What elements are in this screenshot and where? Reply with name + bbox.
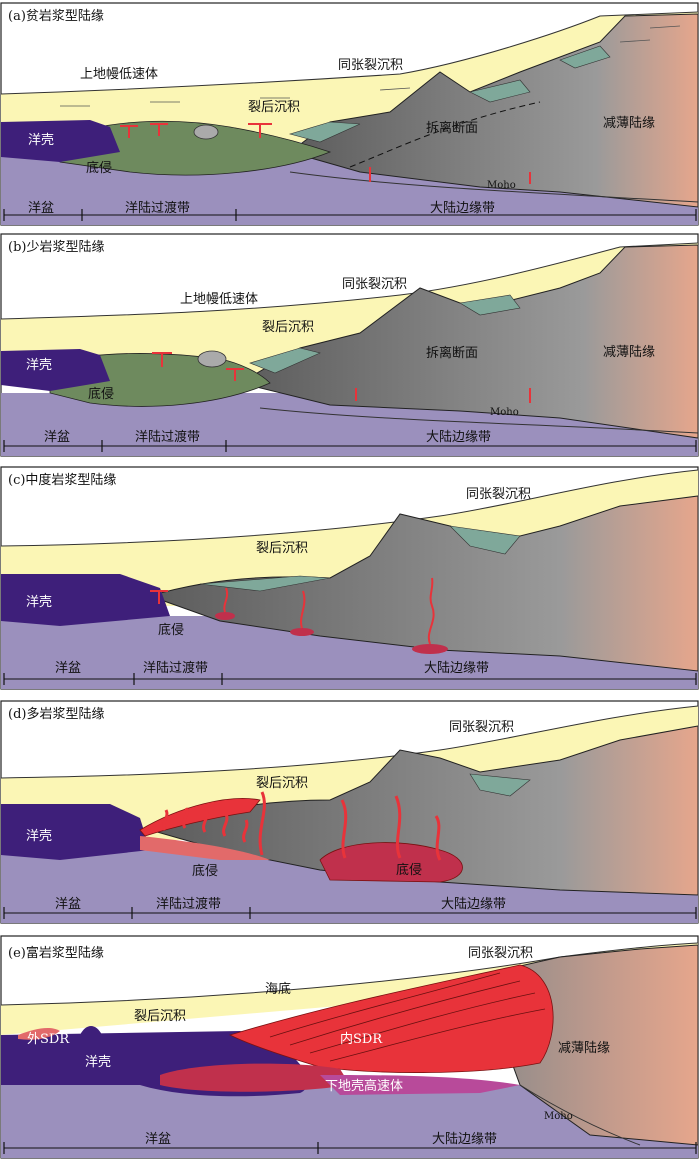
moho-label: Moho xyxy=(490,407,519,418)
underplating-label: 底侵 xyxy=(86,160,112,176)
post-rift-label: 裂后沉积 xyxy=(256,541,308,556)
syn-rift-label: 同张裂沉积 xyxy=(342,277,407,292)
zone-label: 洋陆过渡带 xyxy=(143,660,208,676)
thinned-margin-label: 减薄陆缘 xyxy=(603,344,655,360)
ocean-crust-label: 洋壳 xyxy=(85,1055,111,1070)
ocean-crust-label: 洋壳 xyxy=(26,595,52,610)
post-rift-label: 裂后沉积 xyxy=(134,1009,186,1024)
panel-a-diagram: (a)贫岩浆型陆缘 洋壳 底侵 上地幔低速体 裂后沉积 同张裂沉积 拆离断面 减… xyxy=(0,2,699,226)
post-rift-label: 裂后沉积 xyxy=(256,776,308,791)
zone-label: 大陆边缘带 xyxy=(426,429,491,445)
underplating-label-2: 底侵 xyxy=(396,862,422,878)
zone-label: 洋盆 xyxy=(145,1132,171,1147)
panel-b-diagram: (b)少岩浆型陆缘 洋壳 底侵 上地幔低速体 裂后沉积 同张裂沉积 拆离断面 减… xyxy=(0,233,699,457)
moho-label: Moho xyxy=(487,180,516,191)
transition-zone xyxy=(59,120,332,176)
panel-a-title: (a)贫岩浆型陆缘 xyxy=(8,8,104,24)
panel-d: (d)多岩浆型陆缘 洋壳 底侵 底侵 裂后沉积 同张裂沉积 洋盆 洋陆过渡带 大… xyxy=(0,700,700,926)
zone-label: 大陆边缘带 xyxy=(432,1131,497,1147)
lvz-label: 上地幔低速体 xyxy=(80,67,158,82)
seafloor-label: 海底 xyxy=(265,981,291,997)
thinned-margin-label: 减薄陆缘 xyxy=(603,115,655,131)
panel-b: (b)少岩浆型陆缘 洋壳 底侵 上地幔低速体 裂后沉积 同张裂沉积 拆离断面 减… xyxy=(0,233,700,459)
detachment-label: 拆离断面 xyxy=(426,120,478,136)
zone-label: 大陆边缘带 xyxy=(430,200,495,216)
lower-crust-label: 下地壳高速体 xyxy=(325,1078,403,1094)
panel-e-title: (e)富岩浆型陆缘 xyxy=(8,945,104,961)
ocean-crust xyxy=(1,120,120,162)
zone-label: 洋盆 xyxy=(28,201,54,216)
underplating-label: 底侵 xyxy=(192,863,218,879)
panel-d-diagram: (d)多岩浆型陆缘 洋壳 底侵 底侵 裂后沉积 同张裂沉积 洋盆 洋陆过渡带 大… xyxy=(0,700,699,924)
panel-e-diagram: (e)富岩浆型陆缘 海底 裂后沉积 外SDR 洋壳 内SDR 下地壳高速体 减薄… xyxy=(0,935,699,1159)
syn-rift-label: 同张裂沉积 xyxy=(466,487,531,502)
panel-c-diagram: (c)中度岩浆型陆缘 洋壳 底侵 裂后沉积 同张裂沉积 洋盆 洋陆过渡带 大陆边… xyxy=(0,466,699,690)
syn-rift-label: 同张裂沉积 xyxy=(449,720,514,735)
zone-label: 洋陆过渡带 xyxy=(125,200,190,216)
post-rift-label: 裂后沉积 xyxy=(262,320,314,335)
zone-label: 洋盆 xyxy=(44,430,70,445)
panel-b-title: (b)少岩浆型陆缘 xyxy=(8,239,104,255)
post-rift-label: 裂后沉积 xyxy=(248,100,300,115)
ocean-crust-label: 洋壳 xyxy=(26,358,52,373)
detachment-label: 拆离断面 xyxy=(426,345,478,361)
thinned-margin-label: 减薄陆缘 xyxy=(558,1040,610,1056)
zone-label: 大陆边缘带 xyxy=(424,660,489,676)
ocean-crust-label: 洋壳 xyxy=(26,829,52,844)
underplating-label: 底侵 xyxy=(158,622,184,638)
zone-label: 洋盆 xyxy=(55,661,81,676)
syn-rift-label: 同张裂沉积 xyxy=(468,946,533,961)
zone-label: 大陆边缘带 xyxy=(441,896,506,912)
ocean-crust-label: 洋壳 xyxy=(28,133,54,148)
inner-sdr-label: 内SDR xyxy=(340,1031,383,1047)
panel-e: (e)富岩浆型陆缘 海底 裂后沉积 外SDR 洋壳 内SDR 下地壳高速体 减薄… xyxy=(0,935,700,1161)
panel-d-title: (d)多岩浆型陆缘 xyxy=(8,706,104,722)
panel-c: (c)中度岩浆型陆缘 洋壳 底侵 裂后沉积 同张裂沉积 洋盆 洋陆过渡带 大陆边… xyxy=(0,466,700,692)
zone-label: 洋盆 xyxy=(55,897,81,912)
lvz-label: 上地幔低速体 xyxy=(180,292,258,307)
zone-label: 洋陆过渡带 xyxy=(135,429,200,445)
panel-c-title: (c)中度岩浆型陆缘 xyxy=(8,472,116,488)
panel-a: (a)贫岩浆型陆缘 洋壳 底侵 上地幔低速体 裂后沉积 同张裂沉积 拆离断面 减… xyxy=(0,2,700,228)
syn-rift-label: 同张裂沉积 xyxy=(338,58,403,73)
outer-sdr-label: 外SDR xyxy=(27,1032,70,1047)
underplating-label: 底侵 xyxy=(88,386,114,402)
continental-crust xyxy=(288,13,699,208)
zone-label: 洋陆过渡带 xyxy=(156,896,221,912)
moho-label: Moho xyxy=(544,1111,573,1122)
